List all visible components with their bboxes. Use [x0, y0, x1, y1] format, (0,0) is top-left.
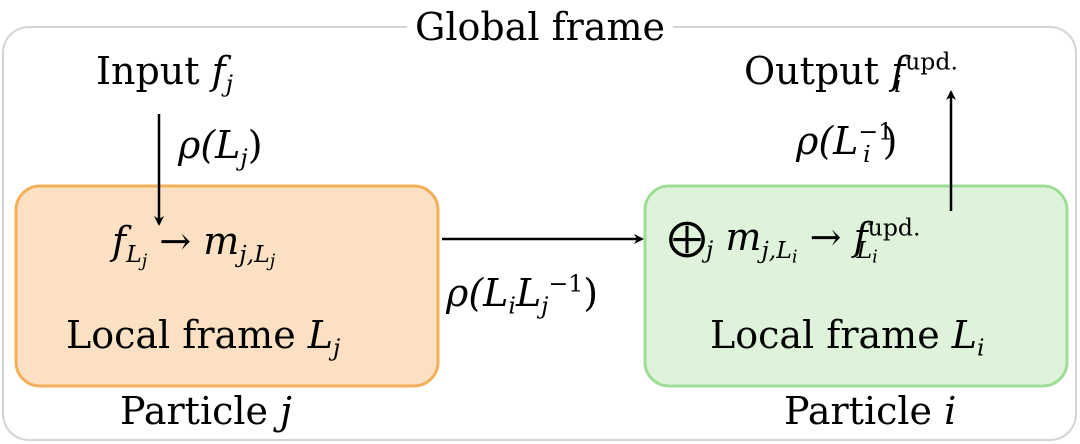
message-arrow-j: → — [159, 219, 192, 263]
particle-j-message: fLj → mj,Lj — [112, 219, 275, 270]
message-f-frame-subscript: j — [141, 250, 148, 271]
message-m-j: m — [203, 219, 240, 263]
particle-j-caption: Particle j — [120, 392, 292, 430]
output-transform-close: ) — [882, 119, 898, 163]
particle-i-box — [643, 184, 1069, 388]
local-frame-subscript-j: j — [333, 333, 341, 362]
updated-frame: L — [856, 235, 873, 264]
output-transform-sup: −1 — [858, 117, 894, 146]
updated-frame-subscript: i — [872, 246, 878, 267]
message-m-j-subsubscript: j — [269, 250, 276, 271]
output-transform-rho: ρ(L — [796, 119, 859, 163]
aggregate-icon: ⨁ — [668, 215, 706, 259]
input-transform-close: ) — [247, 123, 263, 167]
transfer-sup: −1 — [548, 269, 584, 298]
particle-i-index: i — [944, 389, 957, 433]
message-m-i-subscript: j,L — [761, 235, 792, 264]
updated-superscript: upd. — [867, 213, 921, 242]
output-superscript: upd. — [905, 47, 958, 76]
local-frame-subscript-i: i — [977, 333, 985, 362]
transfer-sub-j: j — [541, 291, 549, 320]
particle-j-box — [14, 184, 440, 388]
message-m-j-subscript: j,L — [239, 239, 270, 268]
message-f: f — [112, 219, 127, 263]
particle-j-index: j — [280, 389, 292, 433]
aggregate-subscript: j — [706, 235, 714, 264]
input-word: Input — [96, 49, 200, 93]
message-m-i: m — [725, 215, 762, 259]
particle-i-aggregation: ⨁j mj,Li → fupd.Li — [668, 215, 920, 266]
transfer-sub-i: i — [508, 291, 516, 320]
local-frame-word-j: Local frame — [66, 313, 296, 357]
local-frame-symbol-i: L — [951, 313, 978, 357]
particle-i-word: Particle — [784, 389, 933, 433]
transfer-label: ρ(LiLj−1) — [446, 271, 599, 318]
input-transform-subscript: j — [240, 143, 248, 172]
output-transform-subscript: i — [863, 139, 871, 168]
updated-f: f — [853, 215, 868, 259]
local-frame-word-i: Local frame — [710, 313, 940, 357]
output-word: Output — [744, 49, 879, 93]
transfer-close: ) — [583, 271, 599, 315]
particle-i-caption: Particle i — [784, 392, 956, 430]
particle-j-word: Particle — [120, 389, 269, 433]
message-arrow-i: → — [809, 215, 842, 259]
message-m-i-subsubscript: i — [791, 246, 798, 267]
output-subscript: i — [893, 69, 902, 98]
local-frame-symbol-j: L — [307, 313, 334, 357]
input-subscript: j — [225, 69, 234, 98]
input-label: Input fj — [96, 49, 233, 95]
message-f-frame: L — [126, 239, 142, 268]
transfer-rho: ρ(L — [446, 271, 509, 315]
particle-j-frame-label: Local frame Lj — [66, 313, 340, 359]
particle-i-frame-label: Local frame Li — [710, 313, 985, 359]
output-transform-label: ρ(L−1i) — [796, 119, 898, 166]
input-transform-label: ρ(Lj) — [178, 123, 263, 169]
global-frame-title: Global frame — [380, 5, 700, 49]
input-transform-rho: ρ(L — [178, 123, 241, 167]
output-label: Output fupd.i — [744, 49, 958, 96]
input-symbol: f — [211, 49, 226, 93]
transfer-L2: L — [515, 271, 542, 315]
output-symbol: f — [891, 49, 906, 93]
